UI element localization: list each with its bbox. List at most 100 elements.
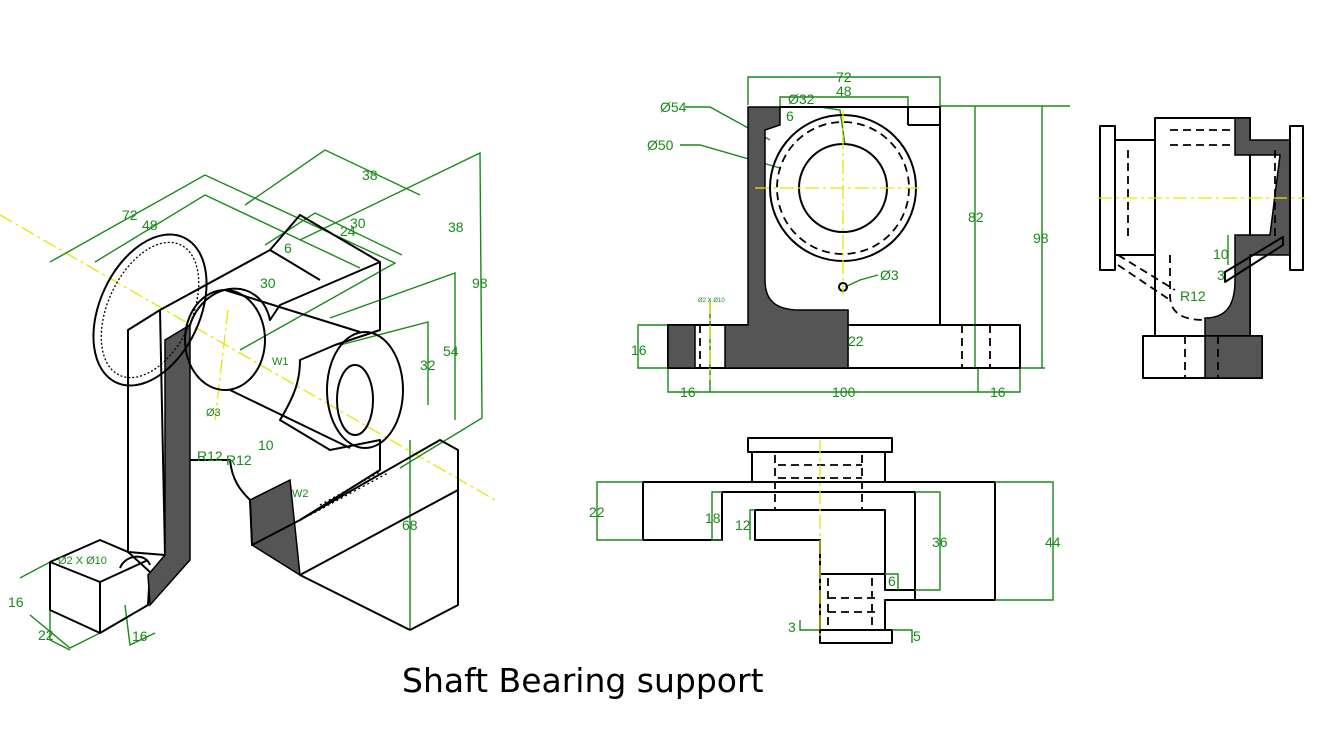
top-dim-3 xyxy=(799,620,820,631)
top-dim-5-label: 5 xyxy=(913,628,921,644)
front-dim-16-left xyxy=(637,324,668,369)
front-dim-phi3-label: Ø3 xyxy=(880,267,899,283)
iso-label-counterbore: Ø2 X Ø10 xyxy=(58,555,107,567)
front-dim-right16-label: 16 xyxy=(990,384,1006,400)
top-lower-hub xyxy=(819,573,916,631)
iso-dim-frame-54 xyxy=(329,272,456,420)
iso-dim-48: 48 xyxy=(142,217,158,233)
front-base-section xyxy=(667,324,696,369)
top-dim-44 xyxy=(995,481,1054,601)
top-dim-5 xyxy=(892,629,913,643)
iso-dim-98: 98 xyxy=(472,275,488,291)
iso-base-top xyxy=(49,559,149,633)
top-hidden-lower xyxy=(827,578,880,630)
top-dim-22-label: 22 xyxy=(589,504,605,520)
iso-flange-outer xyxy=(92,233,208,387)
iso-dim-72: 72 xyxy=(122,207,138,223)
iso-bore-tube xyxy=(224,289,361,449)
side-base-section xyxy=(1204,335,1263,379)
top-lower-cap xyxy=(819,629,893,644)
top-dim-12-label: 12 xyxy=(735,517,751,533)
isometric-view: 72 48 38 38 30 24 6 30 98 54 32 10 68 16… xyxy=(0,149,496,651)
iso-dim-10: 10 xyxy=(258,437,274,453)
iso-counterbore xyxy=(119,555,151,569)
iso-dim-frame-38a xyxy=(244,149,421,206)
top-dim-22 xyxy=(596,481,643,541)
front-dim-100-label: 100 xyxy=(832,384,856,400)
top-dim-36-label: 36 xyxy=(932,534,948,550)
iso-base-plate xyxy=(299,439,459,631)
iso-dim-68: 68 xyxy=(402,517,418,533)
front-dim-98-label: 98 xyxy=(1033,230,1049,246)
side-dim-10-label: 10 xyxy=(1213,246,1229,262)
front-dim-6-label: 6 xyxy=(786,108,794,124)
iso-dim-frame-72 xyxy=(49,174,397,351)
side-hidden-bore xyxy=(1169,129,1235,321)
iso-dim-frame-48 xyxy=(94,194,361,269)
side-dim-r12-label: R12 xyxy=(1180,288,1206,304)
top-cap xyxy=(747,437,893,453)
iso-label-w2: W2 xyxy=(292,488,309,500)
iso-dim-16b: 16 xyxy=(132,628,148,644)
top-hidden-upper xyxy=(774,455,863,510)
side-section-top xyxy=(1204,117,1291,337)
top-dim-44-label: 44 xyxy=(1045,534,1061,550)
iso-dim-38a: 38 xyxy=(362,167,378,183)
side-flange-right xyxy=(1289,125,1304,271)
iso-dim-30b: 30 xyxy=(260,275,276,291)
front-upright-section xyxy=(724,106,849,369)
iso-dim-16a: 16 xyxy=(8,594,24,610)
iso-dim-22: 22 xyxy=(38,627,54,643)
iso-dim-frame-22 xyxy=(29,614,101,649)
iso-dim-38b: 38 xyxy=(448,219,464,235)
drawing-title: Shaft Bearing support xyxy=(402,661,764,700)
front-dim-phi54-label: Ø54 xyxy=(660,99,687,115)
side-rib xyxy=(1224,236,1284,283)
iso-dim-32: 32 xyxy=(420,357,436,373)
iso-dim-frame-32 xyxy=(339,321,429,405)
iso-dim-frame-30 xyxy=(264,212,403,256)
iso-dim-6: 6 xyxy=(284,240,292,256)
iso-body-front xyxy=(189,261,381,546)
front-dim-22-label: 22 xyxy=(848,333,864,349)
iso-label-r12-a: R12 xyxy=(197,448,223,464)
top-dim-6 xyxy=(885,573,899,590)
iso-dim-30a: 30 xyxy=(350,215,366,231)
top-dim-12 xyxy=(749,509,755,540)
front-dim-72 xyxy=(747,76,941,125)
side-view: 10 3 R12 xyxy=(1098,117,1305,379)
iso-dim-54: 54 xyxy=(443,343,459,359)
front-dim-phi3-leader xyxy=(844,274,879,288)
top-view: 22 18 12 36 44 6 3 5 xyxy=(589,437,1061,644)
iso-bore-rear-inner xyxy=(336,364,374,436)
iso-centerline-main xyxy=(0,214,496,501)
front-dim-left16-label: 16 xyxy=(680,384,696,400)
top-dim-18 xyxy=(711,491,722,541)
iso-label-r12-b: R12 xyxy=(226,452,252,468)
iso-label-w1: W1 xyxy=(272,356,289,368)
top-dim-6-label: 6 xyxy=(888,573,896,589)
front-view: 72 48 Ø32 6 Ø54 Ø50 82 98 Ø3 16 22 16 10… xyxy=(631,69,1070,400)
iso-flange-knurl xyxy=(100,241,200,379)
side-hidden-slot xyxy=(1117,254,1176,301)
iso-dim-frame-38b xyxy=(299,151,483,469)
top-dim-3-label: 3 xyxy=(788,619,796,635)
iso-hatch-marks xyxy=(309,471,389,516)
iso-label-hole: Ø3 xyxy=(206,407,221,419)
iso-bore-rear xyxy=(326,331,404,449)
top-dim-18-label: 18 xyxy=(705,510,721,526)
iso-body-top xyxy=(159,214,381,311)
front-body xyxy=(780,106,941,325)
front-dim-48 xyxy=(779,96,909,110)
side-dim-3-label: 3 xyxy=(1217,267,1225,283)
front-dim-16-label: 16 xyxy=(631,342,647,358)
iso-upright-left xyxy=(127,309,166,556)
iso-dim-24: 24 xyxy=(340,223,356,239)
front-dim-phi32-label: Ø32 xyxy=(788,91,815,107)
front-dim-tiny-hole-label: Ø2 X Ø10 xyxy=(698,298,725,304)
front-dim-phi32-leader xyxy=(819,106,846,146)
front-dim-72-label: 72 xyxy=(836,69,852,85)
side-hidden-holes xyxy=(1127,150,1276,378)
side-flange-left xyxy=(1099,125,1116,271)
